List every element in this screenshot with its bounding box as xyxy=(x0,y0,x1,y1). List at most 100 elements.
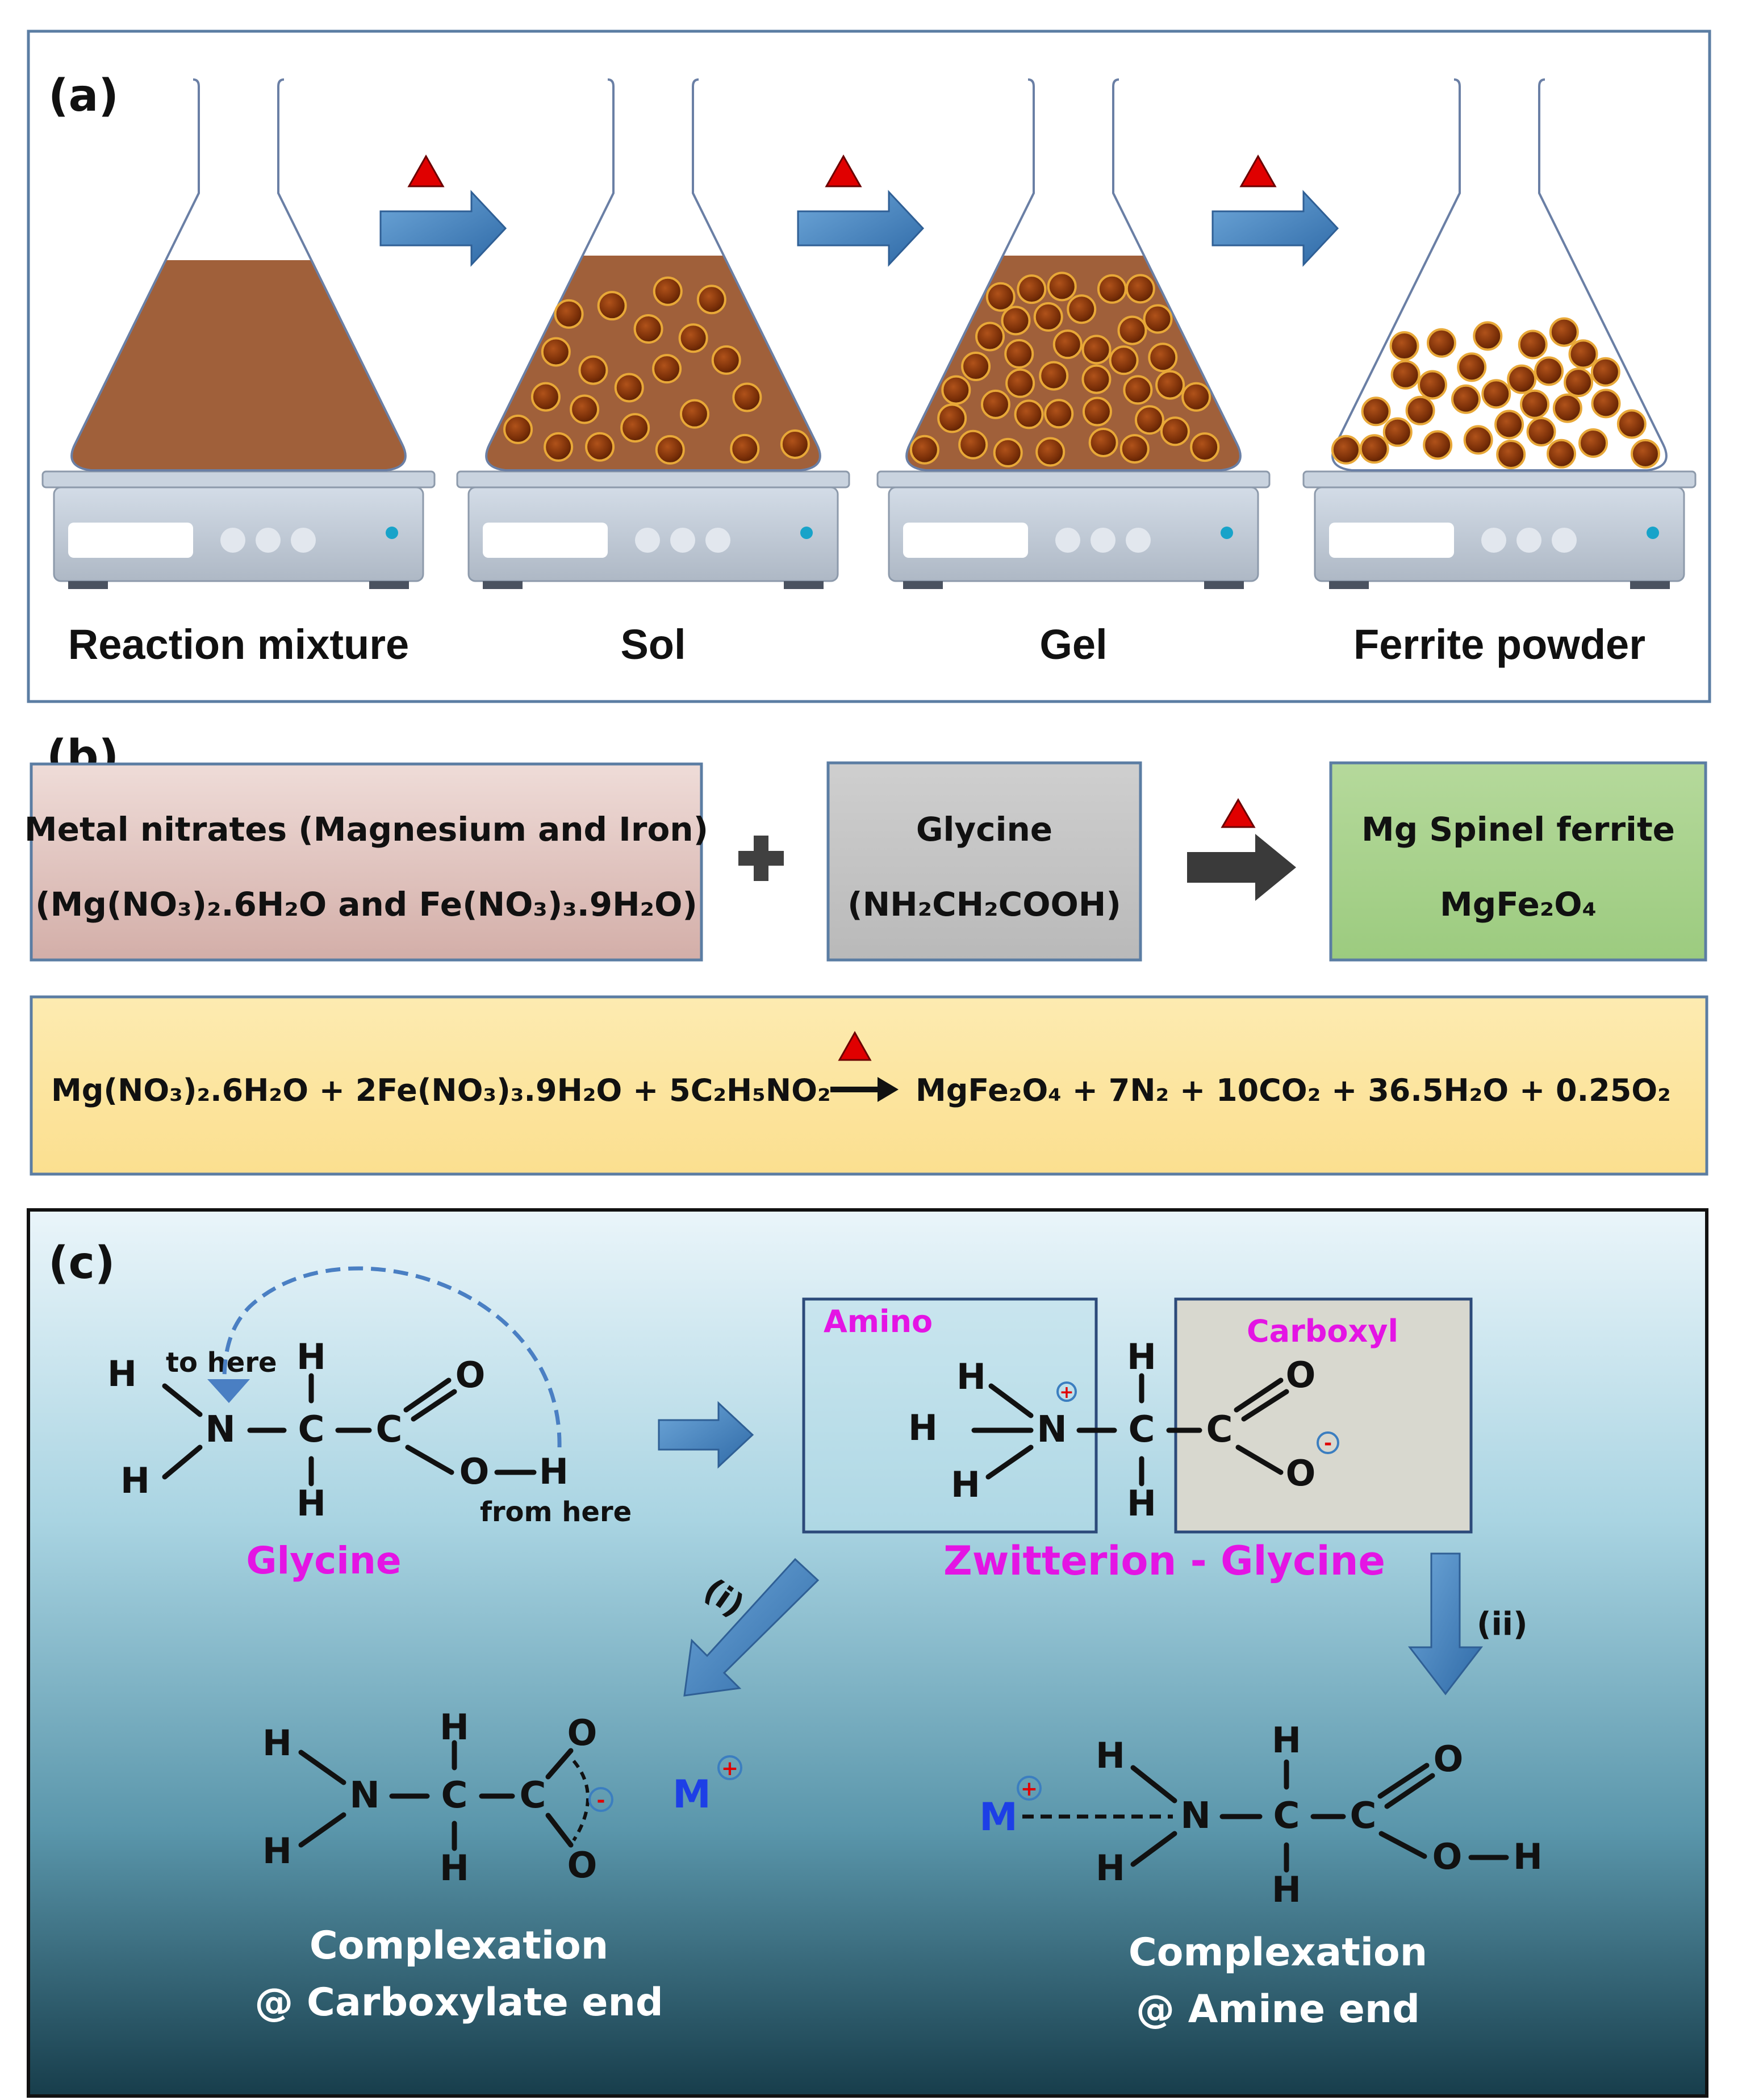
particle xyxy=(1097,274,1127,304)
hotplate-knob-icon xyxy=(635,528,660,553)
particle xyxy=(1148,343,1178,373)
hotplate-foot xyxy=(68,581,108,589)
particle xyxy=(1081,335,1112,365)
stage-label: Sol xyxy=(620,621,686,668)
hotplate-top xyxy=(456,470,850,489)
glycine-box xyxy=(826,761,1142,962)
hotplate-top xyxy=(1302,470,1697,489)
stage-4: Ferrite powder xyxy=(1302,78,1697,668)
heat-arrow-icon xyxy=(1211,154,1339,267)
amine-complex-structure: H H O M N C C O H H H + xyxy=(979,1719,1543,1910)
glycine-line2: (NH₂CH₂COOH) xyxy=(847,885,1121,924)
particle xyxy=(1630,439,1660,469)
equation-left: Mg(NO₃)₂.6H₂O + 2Fe(NO₃)₃.9H₂O + 5C₂H₅NO… xyxy=(51,1072,831,1108)
particle xyxy=(1526,416,1556,446)
proton-transfer-arrow xyxy=(222,1266,562,1448)
hotplate-knob-icon xyxy=(1552,528,1577,553)
particle xyxy=(1052,329,1083,360)
heat-icon xyxy=(1239,154,1277,187)
particle xyxy=(1033,302,1063,332)
particle xyxy=(1518,329,1548,360)
atom-c: C xyxy=(298,1409,325,1451)
particle xyxy=(1564,368,1594,398)
route-ii-label: (ii) xyxy=(1477,1606,1528,1643)
particle xyxy=(1616,409,1647,439)
metal-ion: M xyxy=(672,1772,711,1817)
particle xyxy=(1004,339,1034,369)
particle xyxy=(1044,399,1074,429)
atom-h: H xyxy=(908,1407,938,1448)
particle xyxy=(1081,364,1112,394)
particle xyxy=(1067,294,1097,324)
flask-liquid xyxy=(72,260,406,470)
panel-a-label: (a) xyxy=(48,70,119,122)
particle xyxy=(1547,439,1577,469)
particle xyxy=(1123,375,1153,405)
minus-charge: - xyxy=(1324,1432,1332,1455)
nitrates-line2: (Mg(NO₃)₂.6H₂O and Fe(NO₃)₃.9H₂O) xyxy=(35,885,697,924)
carboxylate-complex-structure: H O H N C C H O H - M + xyxy=(262,1706,742,1889)
carboxyl-box xyxy=(1174,1297,1473,1534)
particle xyxy=(554,299,584,329)
atom-h: H xyxy=(262,1830,292,1872)
particle xyxy=(1035,437,1066,467)
atom-o: O xyxy=(567,1844,598,1886)
route-ii-arrow-icon xyxy=(1407,1552,1484,1696)
particle xyxy=(1382,417,1413,447)
particle xyxy=(1119,434,1150,464)
atom-c: C xyxy=(441,1775,468,1817)
hotplate-display xyxy=(1329,523,1454,558)
atom-o: O xyxy=(1434,1738,1464,1780)
hotplate-top xyxy=(41,470,436,489)
particle xyxy=(711,345,741,375)
atom-h: H xyxy=(1127,1336,1156,1377)
atom-h: H xyxy=(951,1464,980,1505)
product-line2: MgFe₂O₄ xyxy=(1440,885,1597,924)
glycine-structure: H to here H O N C C H O H H from here xyxy=(107,1336,632,1528)
particle xyxy=(780,429,810,459)
metal-ion: M xyxy=(979,1795,1018,1840)
complex-right-line2: @ Amine end xyxy=(1136,1987,1420,2032)
particle xyxy=(696,285,726,315)
heat-arrow-icon xyxy=(379,154,507,267)
particle xyxy=(1426,328,1456,358)
product-line1: Mg Spinel ferrite xyxy=(1361,810,1675,849)
atom-h: H xyxy=(120,1460,150,1501)
particle xyxy=(985,282,1016,312)
equation-right: MgFe₂O₄ + 7N₂ + 10CO₂ + 36.5H₂O + 0.25O₂ xyxy=(916,1072,1671,1108)
product-box xyxy=(1329,761,1707,962)
atom-h: H xyxy=(1096,1847,1125,1889)
atom-o: O xyxy=(456,1354,486,1396)
atom-o: O xyxy=(1286,1354,1316,1396)
panel-c-label: (c) xyxy=(48,1238,115,1289)
particle xyxy=(503,414,533,444)
flask xyxy=(485,78,821,471)
plus-charge-icon xyxy=(717,1755,742,1780)
atom-c: C xyxy=(1129,1409,1155,1451)
particle xyxy=(679,399,709,429)
particle xyxy=(1463,425,1493,455)
particle xyxy=(1039,361,1069,391)
flow-arrow-icon xyxy=(658,1401,754,1469)
particle xyxy=(909,435,939,465)
particle xyxy=(1423,430,1453,460)
nitrates-box xyxy=(30,762,703,962)
flask xyxy=(1331,78,1668,471)
particle xyxy=(597,291,627,321)
hotplate-foot xyxy=(369,581,409,589)
plus-charge-icon xyxy=(1017,1776,1042,1801)
from-here-label: from here xyxy=(480,1496,632,1528)
particle xyxy=(1390,360,1421,390)
particle xyxy=(1005,368,1035,398)
particle xyxy=(1361,396,1391,427)
particle xyxy=(1494,410,1524,440)
heat-icon-eq xyxy=(838,1030,872,1061)
particle xyxy=(1590,357,1620,387)
particle xyxy=(980,389,1010,419)
particle xyxy=(1117,315,1147,345)
stage-2: Sol xyxy=(456,78,850,668)
hotplate-knob-icon xyxy=(1091,528,1116,553)
glycine-line1: Glycine xyxy=(916,810,1052,849)
particle xyxy=(1457,352,1487,382)
